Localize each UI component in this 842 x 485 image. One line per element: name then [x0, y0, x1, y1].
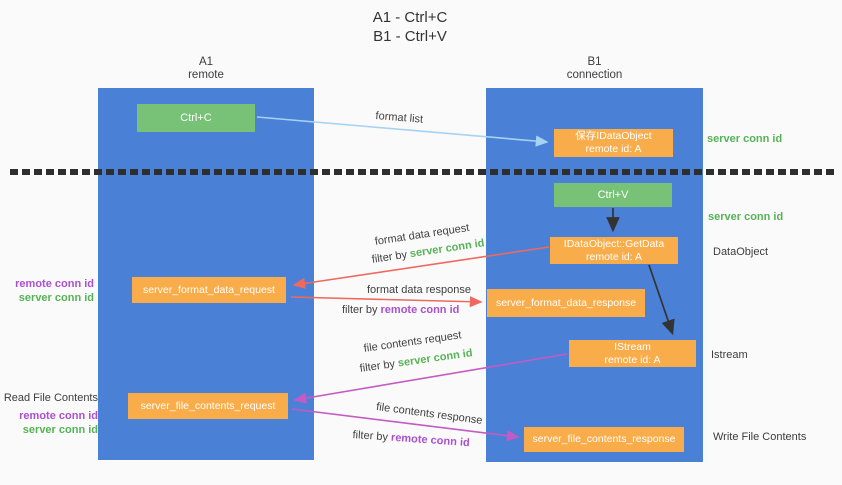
filter-by-text: filter by	[352, 429, 392, 444]
edge-label-filter-by-remote-conn-id-1: filter by remote conn id	[342, 304, 459, 316]
remote-conn-id-text: remote conn id	[380, 304, 460, 316]
side-label-dataobject: DataObject	[713, 246, 769, 258]
node-getdata-line1: IDataObject::GetData	[563, 237, 665, 250]
left-remote-conn-id-1: remote conn id	[15, 278, 94, 290]
node-istream-line1: IStream	[614, 340, 651, 353]
filter-by-text: filter by	[342, 304, 381, 316]
left-server-conn-id-2: server conn id	[22, 424, 98, 436]
column-a-header: A1 remote	[98, 56, 314, 82]
node-format-request-label: server_format_data_request	[143, 283, 275, 296]
edge-label-format-list: format list	[375, 110, 424, 126]
server-conn-id-text: server conn id	[397, 347, 474, 370]
node-server-file-contents-request: server_file_contents_request	[128, 393, 288, 419]
node-file-response-label: server_file_contents_response	[532, 433, 676, 445]
diagram-title: A1 - Ctrl+C B1 - Ctrl+V	[0, 8, 831, 46]
side-label-istream: Istream	[711, 349, 748, 361]
node-idataobject-getdata: IDataObject::GetData remote id: A	[550, 237, 678, 264]
filter-by-text: filter by	[371, 248, 411, 266]
left-label-group-format: remote conn id server conn id	[15, 277, 94, 305]
side-label-write-file-contents: Write File Contents	[713, 431, 807, 443]
dotted-divider	[10, 169, 834, 175]
left-remote-conn-id-2: remote conn id	[19, 410, 98, 422]
title-line-1: A1 - Ctrl+C	[372, 9, 448, 26]
node-ctrl-v: Ctrl+V	[554, 183, 672, 207]
node-server-format-data-response: server_format_data_response	[487, 289, 645, 317]
side-label-server-conn-id-top: server conn id	[707, 133, 783, 145]
node-istream-line2: remote id: A	[604, 353, 661, 366]
column-a-role: remote	[188, 69, 224, 81]
node-server-file-contents-response: server_file_contents_response	[524, 427, 684, 452]
node-server-format-data-request: server_format_data_request	[132, 277, 286, 303]
node-save-idataobject-line2: remote id: A	[585, 143, 642, 155]
edge-label-format-data-response: format data response	[367, 284, 471, 296]
edge-label-filter-by-remote-conn-id-2: filter by remote conn id	[352, 429, 470, 449]
column-b-role: connection	[566, 69, 623, 81]
remote-conn-id-text: remote conn id	[390, 431, 471, 450]
node-ctrl-c: Ctrl+C	[137, 104, 255, 132]
filter-by-text: filter by	[359, 357, 399, 375]
node-save-idataobject: 保存IDataObject remote id: A	[554, 129, 673, 157]
node-format-response-label: server_format_data_response	[495, 296, 637, 309]
node-ctrl-v-label: Ctrl+V	[597, 188, 629, 201]
left-read-file-contents: Read File Contents	[3, 392, 98, 404]
arrow-format-data-response	[290, 296, 483, 308]
node-istream: IStream remote id: A	[569, 340, 696, 367]
title-line-2: B1 - Ctrl+V	[373, 28, 447, 45]
node-ctrl-c-label: Ctrl+C	[180, 111, 212, 124]
column-b-header: B1 connection	[486, 56, 703, 82]
node-file-request-label: server_file_contents_request	[140, 399, 276, 412]
node-save-idataobject-line1: 保存IDataObject	[575, 130, 652, 142]
left-server-conn-id-1: server conn id	[18, 292, 94, 304]
side-label-server-conn-id-mid: server conn id	[708, 211, 784, 223]
column-a-name: A1	[198, 56, 214, 68]
column-b-name: B1	[587, 56, 602, 68]
node-getdata-line2: remote id: A	[585, 250, 643, 263]
left-label-group-file: Read File Contents remote conn id server…	[4, 391, 98, 437]
edge-label-file-contents-response: file contents response	[375, 401, 484, 427]
